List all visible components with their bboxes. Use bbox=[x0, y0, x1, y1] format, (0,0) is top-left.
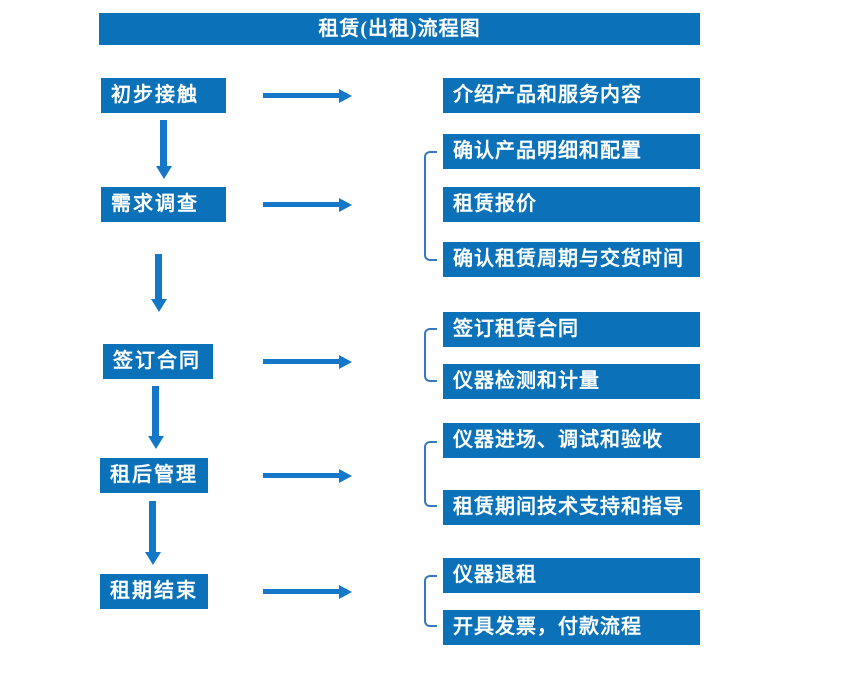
detail-box-invoice-payment-process: 开具发票，付款流程 bbox=[443, 610, 700, 645]
detail-box-instrument-testing-metering: 仪器检测和计量 bbox=[443, 364, 700, 399]
right-arrow-row4 bbox=[263, 473, 339, 478]
down-arrow-step2-step3 bbox=[155, 254, 162, 299]
down-arrow-step3-step4 bbox=[152, 386, 159, 436]
step-box-initial-contact: 初步接触 bbox=[101, 78, 226, 113]
right-arrow-row3 bbox=[263, 359, 339, 364]
detail-box-instrument-entry-debug: 仪器进场、调试和验收 bbox=[443, 423, 700, 458]
down-arrow-step1-step2 bbox=[160, 120, 167, 166]
detail-box-rental-technical-support: 租赁期间技术支持和指导 bbox=[443, 490, 700, 525]
right-arrow-row1 bbox=[263, 93, 339, 98]
right-arrow-row2 bbox=[263, 202, 339, 207]
step-box-post-rental-management: 租后管理 bbox=[100, 458, 208, 493]
step-box-rental-end: 租期结束 bbox=[100, 574, 208, 609]
detail-box-confirm-product-details: 确认产品明细和配置 bbox=[443, 134, 700, 169]
group-bracket-demand-survey-details bbox=[424, 151, 437, 261]
detail-box-rental-quotation: 租赁报价 bbox=[443, 187, 700, 222]
group-bracket-management-details bbox=[424, 441, 437, 507]
step-box-demand-survey: 需求调查 bbox=[101, 187, 226, 222]
down-arrow-step4-step5 bbox=[149, 501, 156, 552]
detail-box-sign-rental-contract: 签订租赁合同 bbox=[443, 312, 700, 347]
detail-box-introduce-products-services: 介绍产品和服务内容 bbox=[443, 78, 700, 113]
group-bracket-rental-end-details bbox=[424, 575, 437, 627]
group-bracket-contract-details bbox=[424, 328, 437, 382]
right-arrow-row5 bbox=[263, 589, 339, 594]
detail-box-confirm-rental-period-delivery: 确认租赁周期与交货时间 bbox=[443, 242, 700, 277]
step-box-sign-contract: 签订合同 bbox=[103, 344, 213, 379]
detail-box-instrument-return: 仪器退租 bbox=[443, 558, 700, 593]
flowchart-title: 租赁(出租)流程图 bbox=[99, 13, 700, 45]
